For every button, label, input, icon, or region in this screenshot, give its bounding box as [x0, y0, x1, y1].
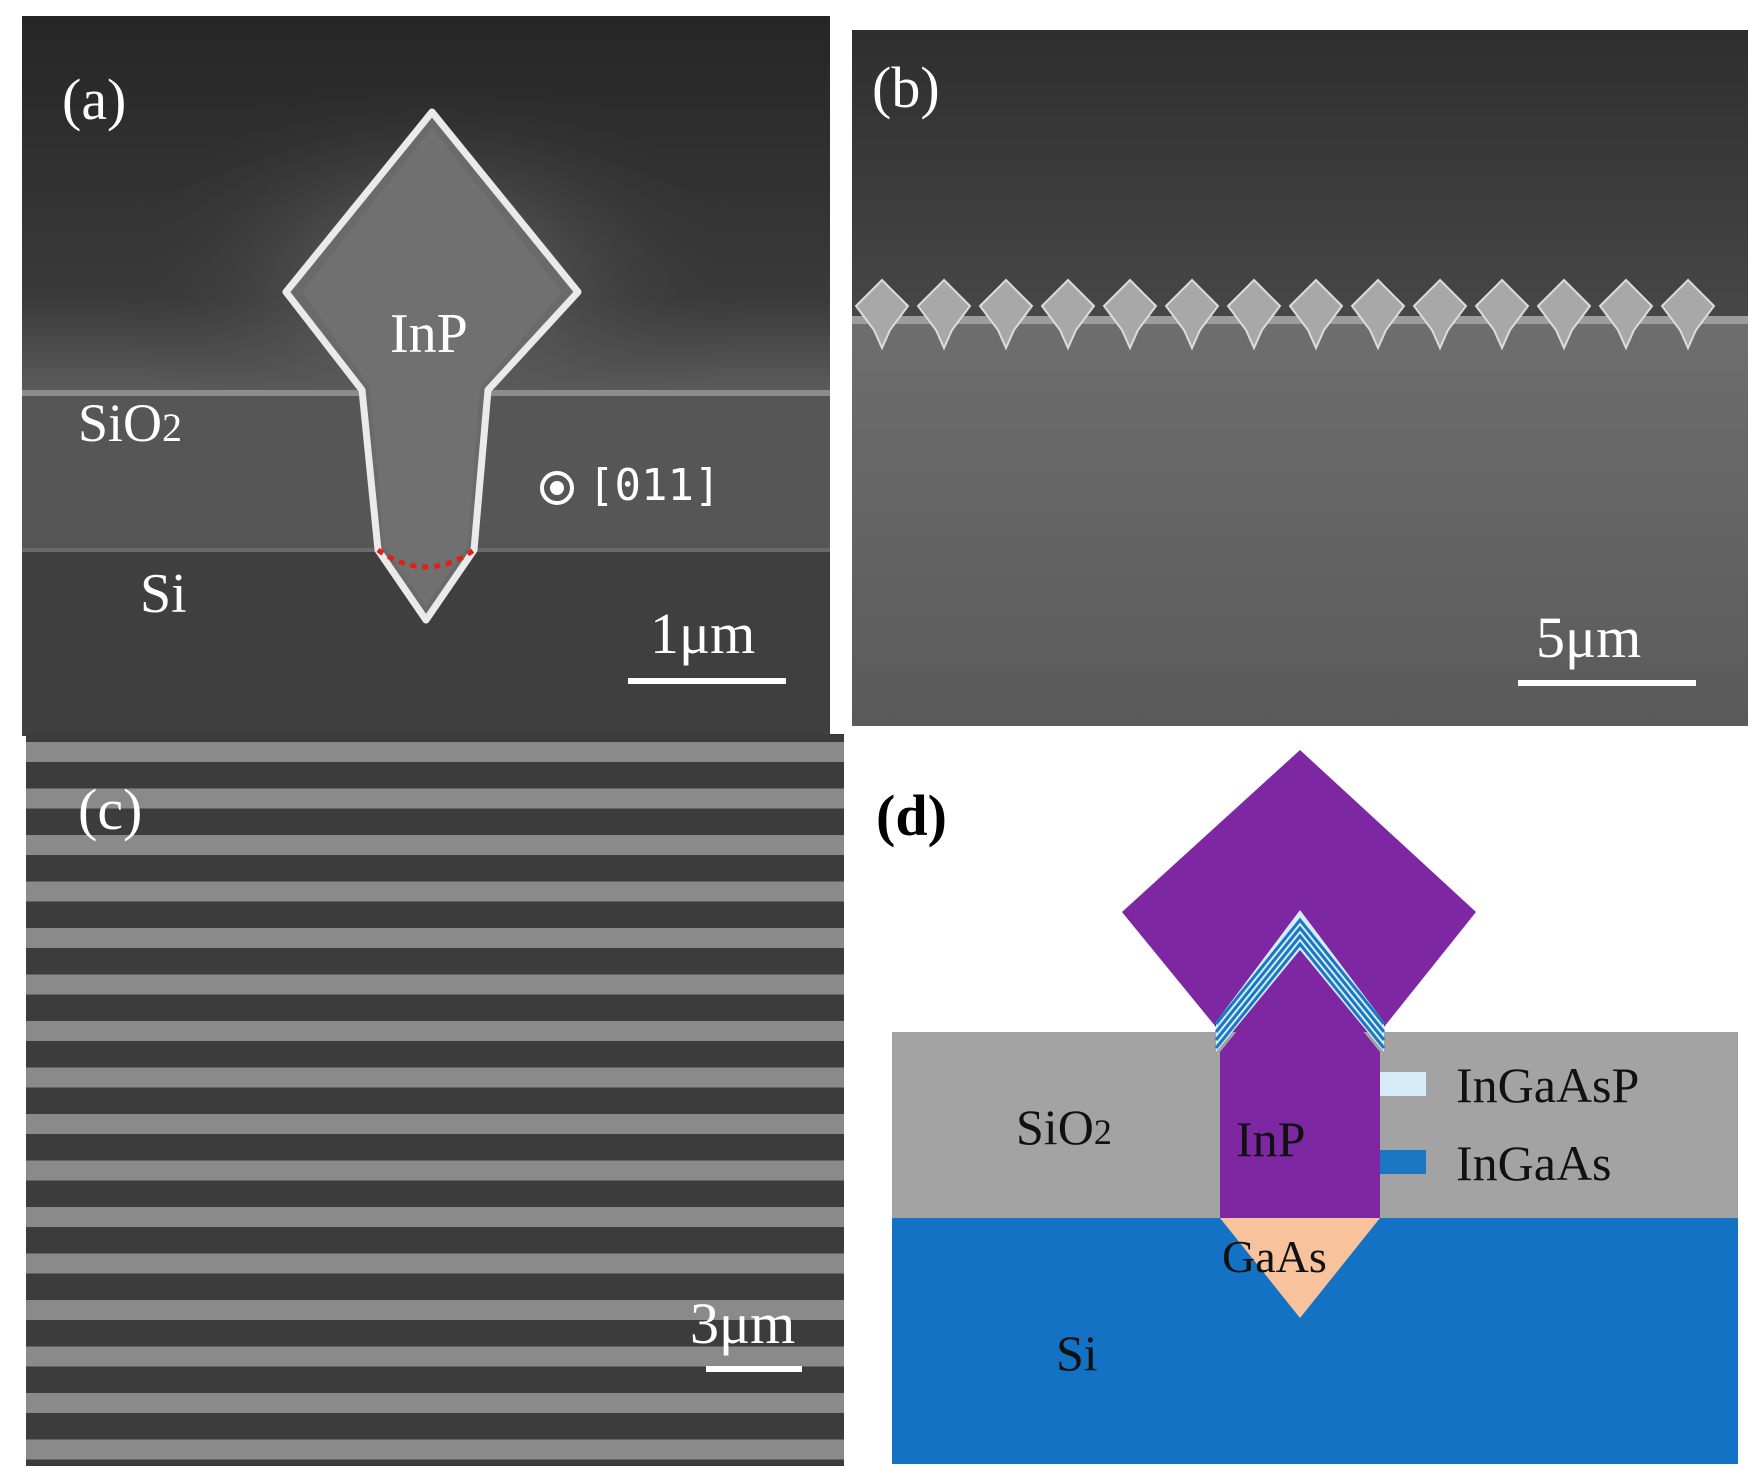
stripe: [26, 742, 844, 762]
inp-label-d: InP: [1236, 1111, 1306, 1167]
stripe: [26, 974, 844, 995]
gaas-seed: [1220, 1218, 1380, 1318]
panel-b: (b) 5μm: [852, 30, 1748, 726]
nanowire-crystal: [1412, 278, 1468, 351]
nanowire-crystal: [1164, 278, 1220, 351]
scale-text-a: 1μm: [650, 601, 756, 666]
legend-swatch-ingaasp: [1380, 1072, 1426, 1096]
inp-core: [1220, 954, 1380, 1218]
stripe: [26, 1346, 844, 1367]
sem-image-b: [852, 30, 1748, 726]
stripe: [26, 881, 844, 902]
si-label-d: Si: [1056, 1325, 1098, 1381]
stripe: [26, 1114, 844, 1134]
nanowire-crystal: [1350, 278, 1406, 351]
sio2-label: SiO2: [78, 393, 183, 453]
legend-label-ingaas: InGaAs: [1456, 1135, 1612, 1191]
stripe: [26, 1300, 844, 1320]
sem-image-a: [22, 16, 830, 736]
nanowire-crystal: [1040, 278, 1096, 351]
panel-a: (a) InP SiO2 Si [011] 1μm: [22, 16, 830, 736]
panel-label-c: (c): [78, 777, 143, 842]
nanowire-crystal: [978, 278, 1034, 351]
direction-label: [011]: [588, 460, 721, 511]
stripe: [26, 1021, 844, 1041]
direction-out-of-plane-icon: [540, 471, 574, 505]
nanowire-crystal: [1536, 278, 1592, 351]
si-label: Si: [140, 563, 187, 625]
stripe: [26, 1253, 844, 1274]
stripe: [26, 1393, 844, 1413]
stripe: [26, 1207, 844, 1227]
sem-image-c: [26, 734, 844, 1466]
panel-label-d: (d): [876, 783, 947, 848]
nanowire-crystal: [1226, 278, 1282, 351]
nanowire-crystal: [854, 278, 910, 351]
scale-text-b: 5μm: [1536, 605, 1642, 670]
nanowire-crystal: [1288, 278, 1344, 351]
nanowire-crystal: [1102, 278, 1158, 351]
sio2-label-d: SiO2: [1016, 1099, 1112, 1155]
scale-bar-c: [706, 1366, 802, 1372]
stripe: [26, 1160, 844, 1181]
nanowire-crystal: [1474, 278, 1530, 351]
scale-text-c: 3μm: [690, 1291, 796, 1356]
stripe: [26, 835, 844, 855]
inp-diamond: [1122, 750, 1476, 1032]
scale-bar-b: [1518, 680, 1696, 686]
legend-swatch-ingaas: [1380, 1150, 1426, 1174]
stripe: [26, 1067, 844, 1088]
scale-bar-a: [628, 678, 786, 684]
stripe: [26, 1439, 844, 1460]
stripe: [26, 928, 844, 948]
inp-label: InP: [390, 303, 468, 365]
gaas-label-d: GaAs: [1222, 1231, 1327, 1282]
panel-label-a: (a): [62, 67, 127, 132]
panel-d: (d) SiO2 InP GaAs Si InGaAsP InGaAs: [852, 740, 1752, 1470]
panel-label-b: (b): [872, 55, 940, 120]
panel-c: (c) 3μm: [26, 734, 844, 1466]
nanowire-crystal: [916, 278, 972, 351]
schematic-d: [892, 750, 1738, 1464]
interface-dotted-line: [376, 547, 476, 570]
nanowire-crystal: [1598, 278, 1654, 351]
legend-label-ingaasp: InGaAsP: [1456, 1057, 1640, 1113]
stripe: [26, 788, 844, 809]
nanowire-crystal: [1660, 278, 1716, 351]
